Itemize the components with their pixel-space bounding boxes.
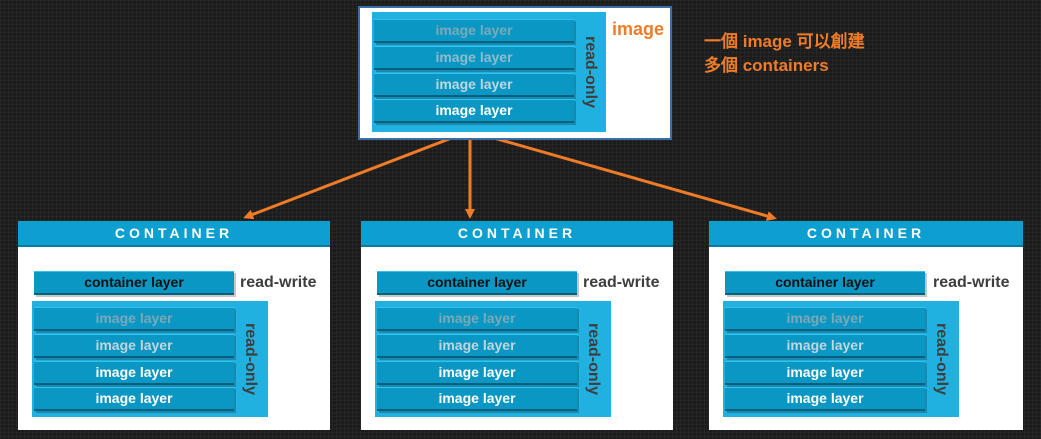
container-layer: container layer: [725, 271, 925, 295]
read-only-label: read-only: [933, 322, 950, 395]
read-write-label: read-write: [933, 274, 1010, 291]
arrow-to-container-1: [243, 132, 463, 220]
image-stack: image layer image layer image layer imag…: [32, 301, 268, 417]
container-title: CONTAINER: [709, 221, 1023, 247]
read-write-label: read-write: [583, 274, 660, 291]
image-layer: image layer: [374, 73, 574, 97]
read-only-label: read-only: [582, 35, 599, 108]
read-only-label: read-only: [242, 322, 259, 395]
container-layer: container layer: [34, 271, 234, 295]
image-layer: image layer: [377, 387, 577, 411]
note-line-1: 一個 image 可以創建: [704, 32, 865, 51]
note-line-2: 多個 containers: [704, 56, 829, 75]
read-write-label: read-write: [240, 274, 317, 291]
image-layer: image layer: [725, 307, 925, 331]
container-title: CONTAINER: [361, 221, 673, 247]
image-layer: image layer: [374, 99, 574, 123]
image-layer: image layer: [377, 334, 577, 358]
image-title: image: [612, 19, 665, 39]
container-layer: container layer: [377, 271, 577, 295]
image-layer: image layer: [34, 387, 234, 411]
container-panel-3: CONTAINER container layer read-write ima…: [709, 221, 1023, 430]
image-layer: image layer: [377, 307, 577, 331]
image-layer: image layer: [725, 334, 925, 358]
container-title: CONTAINER: [18, 221, 330, 247]
container-panel-1: CONTAINER container layer read-write ima…: [18, 221, 330, 430]
image-layer: image layer: [374, 19, 574, 43]
read-only-label: read-only: [585, 322, 602, 395]
container-panel-2: CONTAINER container layer read-write ima…: [361, 221, 673, 430]
image-layer: image layer: [34, 334, 234, 358]
image-layer: image layer: [34, 361, 234, 385]
image-layer: image layer: [377, 361, 577, 385]
image-stack: image layer image layer image layer imag…: [375, 301, 611, 417]
image-layer: image layer: [374, 46, 574, 70]
image-stack: image layer image layer image layer imag…: [372, 12, 606, 132]
image-panel: image layer image layer image layer imag…: [358, 6, 672, 140]
image-layer: image layer: [725, 387, 925, 411]
arrow-to-container-3: [479, 132, 777, 221]
image-layer: image layer: [725, 361, 925, 385]
image-layer: image layer: [34, 307, 234, 331]
image-stack: image layer image layer image layer imag…: [723, 301, 959, 417]
